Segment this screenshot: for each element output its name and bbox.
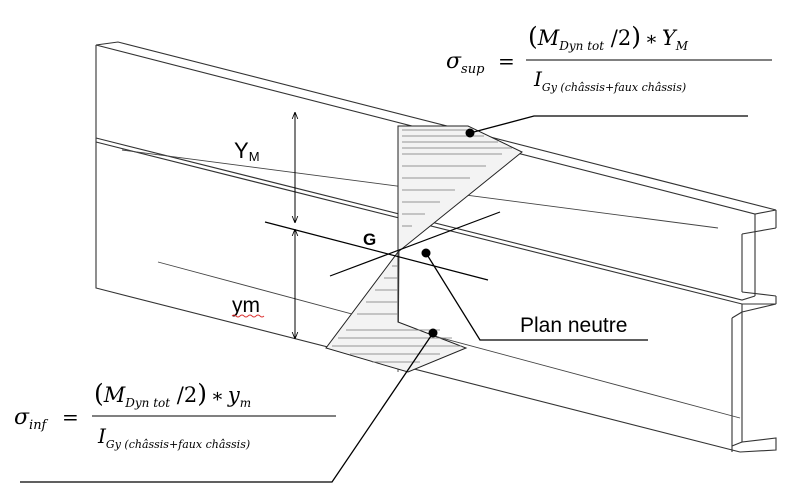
- formula-sup-numerator: (MDyn tot /2)∗YM: [528, 22, 689, 53]
- formula-sigma-inf: σinf = (MDyn tot /2)∗ym IGy (châssis+fau…: [14, 379, 336, 451]
- formula-sup-eq: =: [498, 49, 515, 73]
- formula-inf-denominator: IGy (châssis+faux châssis): [97, 424, 250, 451]
- formula-inf-lhs: σinf: [14, 405, 49, 433]
- formula-sigma-sup: σsup = (MDyn tot /2)∗YM IGy (châssis+fau…: [446, 22, 772, 94]
- leader-lines: [20, 115, 748, 483]
- dim-label-YM: YM: [234, 138, 260, 164]
- neutral-axis-lines: [264, 211, 501, 281]
- formula-inf-eq: =: [62, 405, 79, 429]
- formula-sup-lhs: σsup: [446, 49, 485, 77]
- upper-stress-triangle: [397, 125, 523, 254]
- lower-channel-beam: [95, 141, 777, 453]
- leader-dot-inf: [428, 328, 438, 338]
- formula-sup-denominator: IGy (châssis+faux châssis): [533, 67, 686, 94]
- dim-label-ym: ym: [232, 294, 260, 317]
- leader-dot-sup: [465, 128, 475, 138]
- formula-inf-numerator: (MDyn tot /2)∗ym: [94, 379, 251, 410]
- lower-stress-triangle: [325, 250, 468, 373]
- stress-distribution: [325, 125, 523, 373]
- spellcheck-underline: [231, 314, 265, 318]
- centroid-label-G: G: [363, 230, 376, 249]
- neutral-plane-label: Plan neutre: [520, 314, 627, 337]
